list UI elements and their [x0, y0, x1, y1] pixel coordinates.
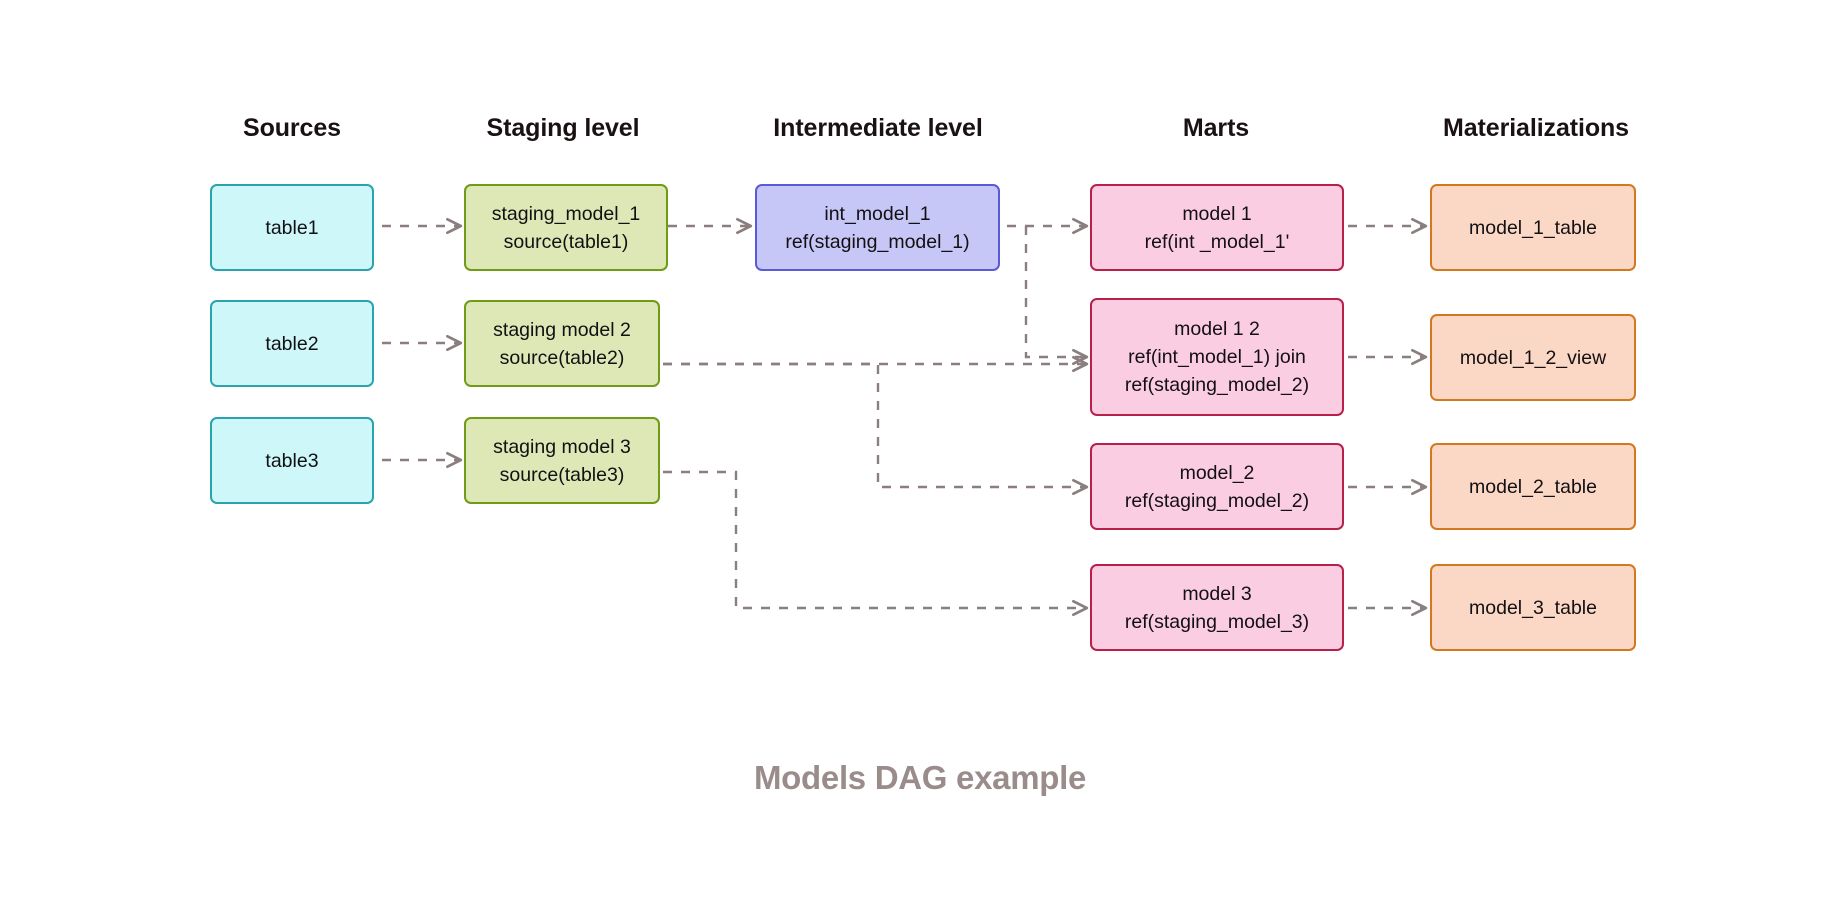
node-line: ref(staging_model_2) [1124, 489, 1310, 512]
node-mart-model-1-2[interactable]: model 1 2 ref(int_model_1) join ref(stag… [1090, 298, 1344, 416]
node-line: source(table2) [499, 346, 625, 369]
node-line: staging_model_1 [491, 202, 641, 225]
node-line: ref(staging_model_1) [785, 230, 970, 253]
node-line: ref(staging_model_2) [1124, 374, 1310, 396]
node-line: ref(int_model_1) join [1128, 346, 1306, 368]
column-header-sources: Sources [243, 114, 341, 142]
node-line: int_model_1 [824, 202, 931, 225]
column-header-intermediate: Intermediate level [773, 114, 983, 142]
node-source-table2[interactable]: table2 [210, 300, 374, 387]
node-line: model 3 [1182, 582, 1252, 605]
node-line: source(table1) [503, 230, 629, 253]
node-staging-model-2[interactable]: staging model 2 source(table2) [464, 300, 660, 387]
diagram-caption: Models DAG example [753, 759, 1087, 796]
edge-intermediate1-mart1_2 [1024, 226, 1089, 366]
node-materialization-model-1-2-view[interactable]: model_1_2_view [1430, 314, 1636, 401]
node-line: table2 [265, 332, 319, 355]
node-line: table1 [265, 216, 319, 239]
edge-staging3-mart3 [663, 470, 1089, 617]
node-source-table1[interactable]: table1 [210, 184, 374, 271]
column-header-staging: Staging level [486, 114, 640, 142]
node-line: model_3_table [1469, 596, 1597, 619]
node-line: ref(staging_model_3) [1124, 610, 1310, 633]
node-line: table3 [265, 449, 319, 472]
node-line: model 1 [1182, 202, 1252, 225]
node-staging-model-3[interactable]: staging model 3 source(table3) [464, 417, 660, 504]
node-staging-model-1[interactable]: staging_model_1 source(table1) [464, 184, 668, 271]
node-line: model 1 2 [1174, 318, 1260, 340]
column-header-materializations: Materializations [1443, 114, 1629, 142]
node-line: model_2 [1179, 461, 1255, 484]
node-source-table3[interactable]: table3 [210, 417, 374, 504]
node-line: model_2_table [1469, 475, 1597, 498]
node-line: model_1_table [1469, 216, 1597, 239]
node-line: ref(int _model_1' [1144, 230, 1290, 253]
node-line: staging model 3 [493, 435, 631, 458]
node-line: source(table3) [499, 463, 625, 486]
node-mart-model-3[interactable]: model 3 ref(staging_model_3) [1090, 564, 1344, 651]
node-mart-model-2[interactable]: model_2 ref(staging_model_2) [1090, 443, 1344, 530]
edge-staging2-mart2 [663, 362, 1089, 496]
node-materialization-model-1-table[interactable]: model_1_table [1430, 184, 1636, 271]
node-mart-model-1[interactable]: model 1 ref(int _model_1' [1090, 184, 1344, 271]
node-materialization-model-2-table[interactable]: model_2_table [1430, 443, 1636, 530]
node-materialization-model-3-table[interactable]: model_3_table [1430, 564, 1636, 651]
node-intermediate-int-model-1[interactable]: int_model_1 ref(staging_model_1) [755, 184, 1000, 271]
node-line: staging model 2 [493, 318, 631, 341]
column-header-marts: Marts [1182, 114, 1250, 142]
node-line: model_1_2_view [1459, 346, 1607, 369]
